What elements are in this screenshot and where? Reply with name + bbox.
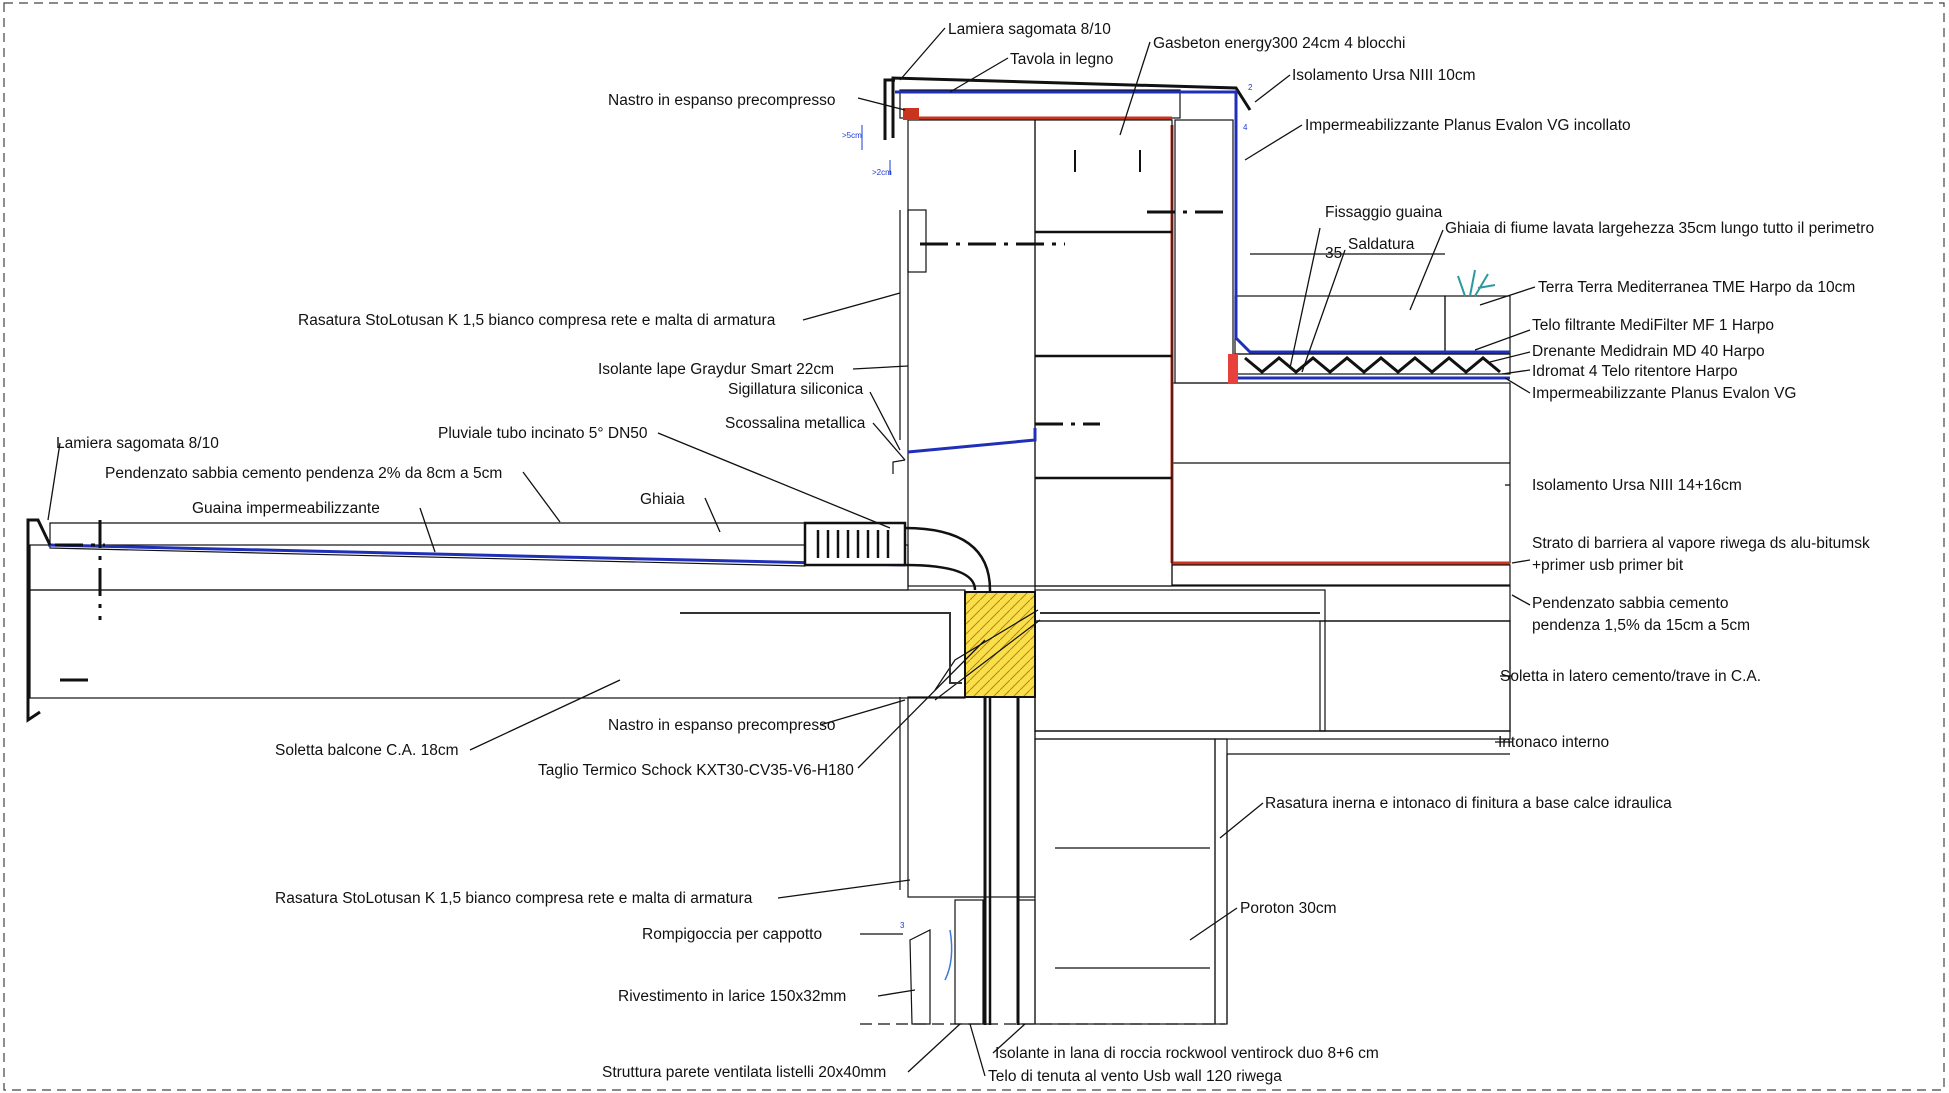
label-drenante: Drenante Medidrain MD 40 Harpo	[1532, 343, 1765, 360]
label-rasatura-top: Rasatura StoLotusan K 1,5 bianco compres…	[298, 312, 776, 329]
label-taglio-termico: Taglio Termico Schock KXT30-CV35-V6-H180	[538, 762, 854, 779]
dim-2: 2	[1248, 83, 1253, 92]
pendenzato-solaio	[1034, 585, 1511, 622]
soletta-balcone	[29, 589, 966, 699]
label-lamiera-top: Lamiera sagomata 8/10	[948, 21, 1111, 38]
label-rivestimento: Rivestimento in larice 150x32mm	[618, 988, 846, 1005]
scossalina-metallica	[907, 428, 1037, 454]
terra-mediterranea	[1444, 295, 1511, 355]
label-struttura: Struttura parete ventilata listelli 20x4…	[602, 1064, 886, 1081]
guaina-impermeabilizzante	[47, 543, 906, 567]
label-saldatura: Saldatura	[1348, 236, 1415, 253]
lamiera-cap-blue	[895, 90, 1510, 354]
ghiaia-fiume	[1234, 295, 1446, 355]
listelli	[954, 899, 984, 1025]
taglio-termico-schock	[964, 591, 1036, 698]
isolamento-ursa-14-16	[1171, 382, 1511, 564]
pendenzato-balcone	[29, 544, 909, 591]
strato-sottile	[1171, 564, 1511, 586]
gasbeton-wall	[1034, 119, 1173, 587]
label-rasatura-inerna: Rasatura inerna e intonaco di finitura a…	[1265, 795, 1672, 812]
latero-blocks	[1319, 620, 1511, 732]
label-fissaggio: Fissaggio guaina	[1325, 204, 1443, 221]
lamiera-left	[26, 518, 52, 723]
rivestimento-larice	[909, 929, 931, 1025]
dim-2cm: >2cm	[872, 168, 892, 177]
label-isol-ursa-14: Isolamento Ursa NIII 14+16cm	[1532, 477, 1742, 494]
armatura	[680, 612, 1320, 684]
label-barriera-1: Strato di barriera al vapore riwega ds a…	[1532, 535, 1870, 552]
isolante-lape-graydur-upper	[907, 119, 1036, 587]
label-pendenzato-balcone: Pendenzato sabbia cemento pendenza 2% da…	[105, 465, 502, 482]
label-isol-ursa-10: Isolamento Ursa NIII 10cm	[1292, 67, 1475, 84]
tavola-legno	[899, 89, 1181, 119]
label-pluviale: Pluviale tubo incinato 5° DN50	[438, 425, 648, 442]
label-tavola-legno: Tavola in legno	[1010, 51, 1113, 68]
soletta-balcone-right	[1034, 589, 1326, 732]
label-isolante-lape: Isolante lape Graydur Smart 22cm	[598, 361, 834, 378]
intonaco-interno	[1034, 730, 1511, 740]
label-imperm-planus: Impermeabilizzante Planus Evalon VG	[1532, 385, 1797, 402]
label-rasatura-bottom: Rasatura StoLotusan K 1,5 bianco compres…	[275, 890, 753, 907]
leader-lines	[47, 27, 1536, 1077]
label-terra: Terra Terra Mediterranea TME Harpo da 10…	[1538, 279, 1855, 296]
isolante-lana-roccia	[1017, 899, 1036, 1025]
drawing-frame	[3, 2, 1945, 1091]
tassello	[907, 209, 927, 273]
label-sigillatura: Sigillatura siliconica	[728, 381, 864, 398]
label-soletta-balcone: Soletta balcone C.A. 18cm	[275, 742, 459, 759]
label-pendenzato-solaio-2: pendenza 1,5% da 15cm a 5cm	[1532, 617, 1750, 634]
label-rompigoccia: Rompigoccia per cappotto	[642, 926, 822, 943]
label-poroton: Poroton 30cm	[1240, 900, 1337, 917]
label-isolante-lana: Isolante in lana di roccia rockwool vent…	[995, 1045, 1379, 1062]
label-intonaco: Intonaco interno	[1498, 734, 1609, 751]
dim-4: 4	[1243, 123, 1248, 132]
label-lamiera-left: Lamiera sagomata 8/10	[56, 435, 219, 452]
drenante-medidrain	[1234, 353, 1511, 375]
dim-3: 3	[900, 921, 905, 930]
label-imperm-incollato: Impermeabilizzante Planus Evalon VG inco…	[1305, 117, 1631, 134]
label-pendenzato-solaio-1: Pendenzato sabbia cemento	[1532, 595, 1728, 612]
isolamento-ursa-10	[1174, 119, 1234, 384]
poroton-wall	[1034, 738, 1216, 1025]
label-idromat: Idromat 4 Telo ritentore Harpo	[1532, 363, 1738, 380]
label-nastro-bottom: Nastro in espanso precompresso	[608, 717, 835, 734]
isolante-lape-graydur-lower	[907, 696, 1036, 898]
griglia-scarico	[803, 521, 907, 567]
label-telo-tenuta: Telo di tenuta al vento Usb wall 120 riw…	[988, 1068, 1282, 1085]
label-ghiaia-fiume: Ghiaia di fiume lavata largehezza 35cm l…	[1445, 220, 1874, 237]
grass-symbol	[1457, 269, 1496, 297]
label-scossalina: Scossalina metallica	[725, 415, 866, 432]
label-gasbeton: Gasbeton energy300 24cm 4 blocchi	[1153, 35, 1405, 52]
dim-5cm: >5cm	[842, 131, 862, 140]
pluviale-tubo	[904, 526, 992, 1025]
lamiera-cap	[891, 76, 1252, 138]
label-barriera-2: +primer usb primer bit	[1532, 557, 1684, 574]
rasatura-interna	[1214, 738, 1228, 1025]
label-guaina: Guaina impermeabilizzante	[192, 500, 380, 517]
label-ghiaia: Ghiaia	[640, 491, 685, 508]
label-nastro-top: Nastro in espanso precompresso	[608, 92, 835, 109]
label-telo-filtrante: Telo filtrante MediFilter MF 1 Harpo	[1532, 317, 1774, 334]
soletta-latero-cemento	[1034, 620, 1511, 732]
label-soletta-latero: Soletta in latero cemento/trave in C.A.	[1500, 668, 1761, 685]
